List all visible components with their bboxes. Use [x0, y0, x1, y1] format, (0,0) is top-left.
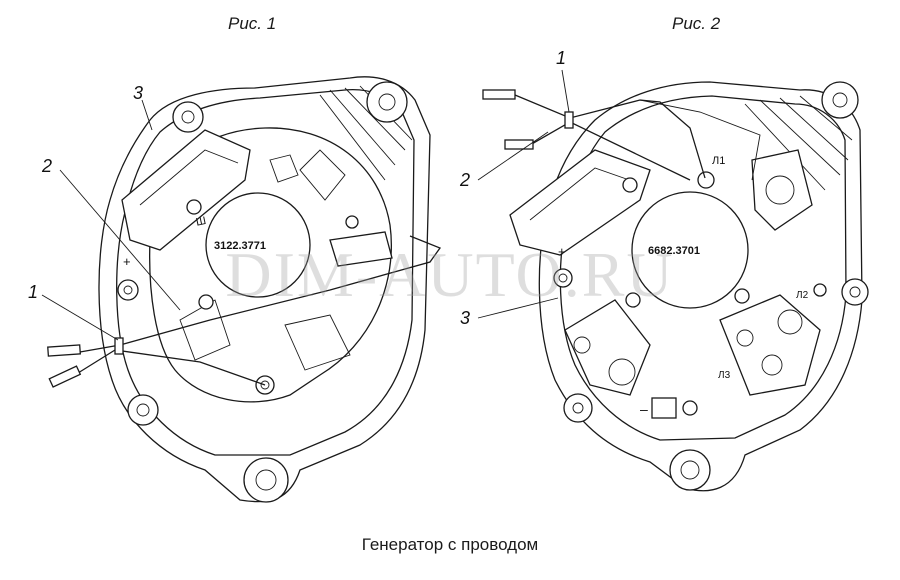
callout-2-fig2: 2 [459, 170, 470, 190]
connector-fig1 [329, 231, 393, 267]
figure-caption: Генератор с проводом [361, 535, 539, 554]
wire-clamp-fig2 [564, 111, 574, 129]
rear-bearing-plate-fig2 [631, 191, 749, 309]
figure-2-alternator: 1 2 3 6682.3701 + Л1 Л2 Л3 – [459, 48, 869, 492]
l3-label-fig2: Л3 [718, 370, 731, 381]
l2-label-fig2: Л2 [796, 290, 809, 301]
mount-ear-bottom-fig2 [669, 449, 711, 491]
plus-label-fig2: + [558, 244, 566, 259]
callout-1-fig2: 1 [556, 48, 566, 68]
figure-1-title: Рис. 1 [228, 14, 277, 33]
mount-ear-bottom-left [127, 394, 159, 426]
field-terminal-label-fig1: Ш [195, 215, 207, 229]
minus-label-fig2: – [640, 401, 648, 417]
figure-2-title: Рис. 2 [672, 14, 721, 33]
wire-lug-1-fig2 [482, 89, 516, 100]
figure-1-alternator: 1 2 3 3122.3771 + Ш [28, 76, 442, 503]
plus-label-fig1: + [123, 254, 131, 269]
mount-ear-top-right [366, 81, 408, 123]
part-number-fig1: 3122.3771 [214, 240, 266, 252]
callout-3-fig1: 3 [133, 83, 143, 103]
l1-terminal-assembly-fig2 [751, 149, 813, 231]
regulator-block [121, 129, 251, 251]
diode-plate-left-fig2 [564, 299, 651, 396]
wire-lug-2-fig1 [48, 365, 82, 388]
wire-clamp-fig1 [114, 337, 124, 355]
mount-ear-top-right-fig2 [821, 81, 859, 119]
minus-terminal-fig2 [651, 397, 677, 419]
diode-plate-right-fig2 [719, 294, 821, 396]
mount-ear-bottom-left-fig2 [563, 393, 593, 423]
plus-terminal-fig2 [553, 268, 573, 288]
callout-2-fig1: 2 [41, 156, 52, 176]
plus-terminal-fig1 [117, 279, 139, 301]
mount-ear-bottom [243, 457, 289, 503]
mount-ear-top-left [172, 101, 204, 133]
l1-label-fig2: Л1 [712, 155, 725, 167]
callout-1-fig1: 1 [28, 282, 38, 302]
mount-ear-right-fig2 [841, 278, 869, 306]
callout-3-fig2: 3 [460, 308, 470, 328]
regulator-block-fig2 [509, 149, 651, 256]
part-number-fig2: 6682.3701 [648, 245, 700, 257]
rear-bearing-plate [205, 192, 311, 298]
wire-lug-2-fig2 [504, 139, 534, 150]
wire-harness-fig2 [514, 94, 706, 179]
wire-lug-1-fig1 [47, 344, 82, 357]
